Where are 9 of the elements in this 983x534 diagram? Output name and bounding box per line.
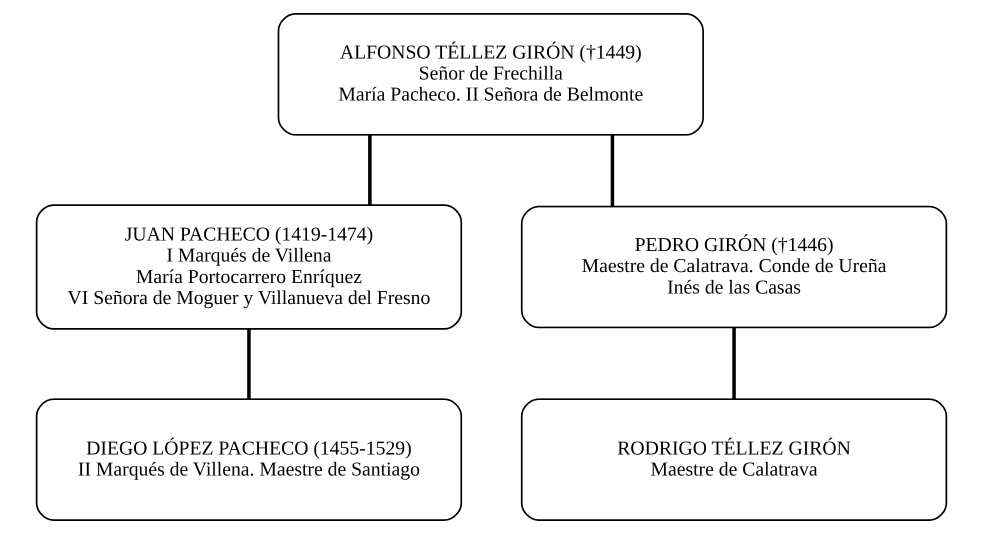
node-box: RODRIGO TÉLLEZ GIRÓN Maestre de Calatrava (520, 398, 948, 521)
connector (610, 135, 614, 206)
connector (368, 135, 372, 206)
node-box: DIEGO LÓPEZ PACHECO (1455-1529) II Marqués de Villena. Maestre de Santiago (36, 398, 462, 521)
connector (247, 329, 251, 400)
node-box: JUAN PACHECO (1419-1474) I Marqués de Villena María Portocarrero Enríquez VI Señora de Moguer y Villanueva del Fresno (36, 204, 462, 330)
node-box: PEDRO GIRÓN (†1446) Maestre de Calatrava. Conde de Ureña Inés de las Casas (520, 206, 948, 328)
connector (732, 328, 736, 400)
node-box: ALFONSO TÉLLEZ GIRÓN (†1449) Señor de Frechilla María Pacheco. II Señora de Belmonte (278, 13, 704, 136)
